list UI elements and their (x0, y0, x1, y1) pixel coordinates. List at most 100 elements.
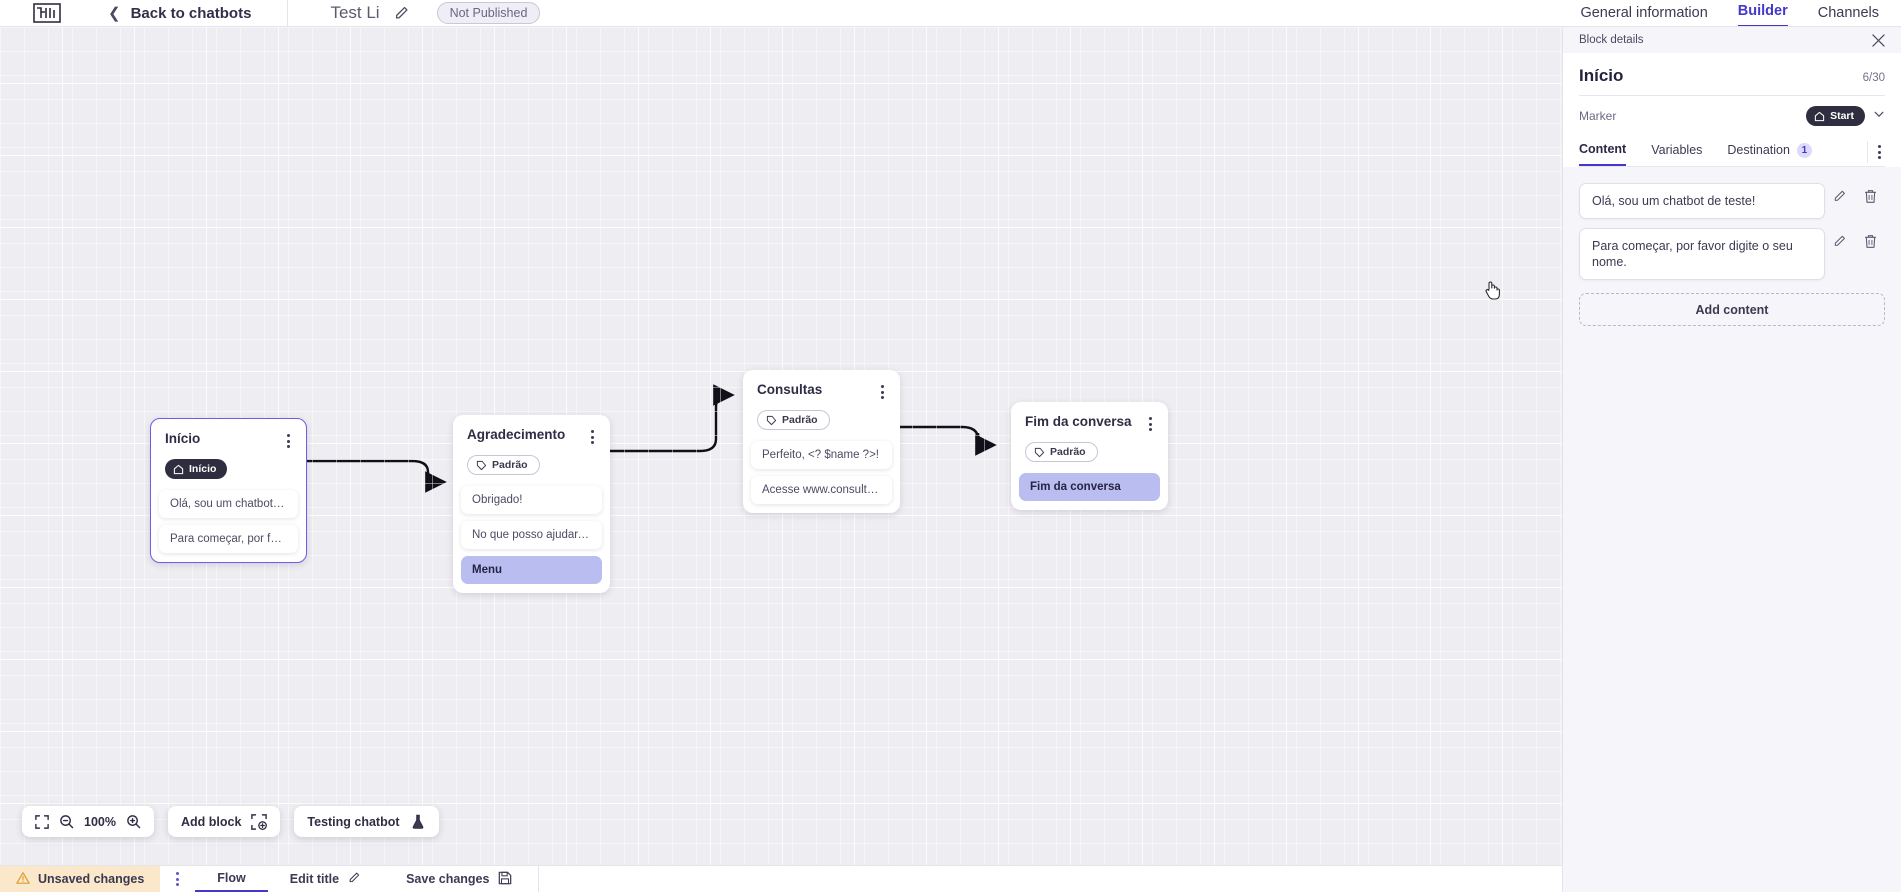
block-message-menu[interactable]: Menu (461, 555, 602, 584)
panel-content-list: Olá, sou um chatbot de teste! (1563, 167, 1901, 280)
content-item-actions (1825, 228, 1885, 249)
add-content-button[interactable]: Add content (1579, 293, 1885, 326)
block-title: Consultas (757, 382, 823, 397)
flow-block-fim-da-conversa[interactable]: Fim da conversa Padrão Fim da conversa (1011, 402, 1168, 510)
block-message-list: Fim da conversa (1011, 472, 1168, 510)
status-badge: Not Published (436, 2, 541, 24)
bot-title: Test Li (330, 3, 380, 22)
tab-channels[interactable]: Channels (1817, 5, 1879, 21)
trash-icon[interactable] (1855, 189, 1885, 204)
content-text[interactable]: Para começar, por favor digite o seu nom… (1579, 228, 1825, 280)
block-header: Agradecimento (453, 415, 610, 447)
tag-icon (1034, 447, 1045, 457)
tab-builder[interactable]: Builder (1737, 3, 1788, 26)
tag-icon (766, 415, 777, 425)
block-message[interactable]: Acesse www.consultas.com par... (751, 475, 892, 504)
canvas-toolbar: 100% Add block (22, 806, 439, 837)
content-text[interactable]: Olá, sou um chatbot de teste! (1579, 183, 1825, 219)
panel-tab-content[interactable]: Content (1579, 135, 1627, 166)
flow-canvas[interactable]: Início Início Olá, sou um chatbot de tes… (0, 27, 1562, 865)
block-tag-label: Padrão (782, 414, 818, 426)
block-tag-label: Padrão (492, 459, 528, 471)
panel-tabs-menu-icon[interactable] (1867, 141, 1885, 163)
panel-body: Início 6/30 Marker Start (1563, 53, 1901, 167)
warning-icon (16, 871, 30, 888)
block-header: Início (151, 419, 306, 451)
tab-general-information[interactable]: General information (1580, 5, 1708, 21)
fit-screen-icon[interactable] (35, 814, 49, 829)
status-bar-menu-icon[interactable] (160, 866, 195, 892)
app-logo[interactable] (30, 0, 64, 26)
home-icon (1814, 111, 1825, 121)
block-tag-row: Padrão (1011, 434, 1168, 473)
block-tag-default: Padrão (467, 455, 540, 475)
back-link-label: Back to chatbots (130, 4, 252, 22)
block-tag-label: Padrão (1050, 446, 1086, 458)
panel-tab-label: Variables (1651, 143, 1703, 157)
zoom-out-icon[interactable] (59, 814, 74, 829)
flow-block-consultas[interactable]: Consultas Padrão Perfeito, <? $name ?>! … (743, 370, 900, 513)
marker-value: Start (1830, 110, 1854, 122)
testing-chatbot-label: Testing chatbot (307, 814, 400, 829)
panel-marker-row: Marker Start (1579, 96, 1885, 135)
block-tag-default: Padrão (1025, 442, 1098, 462)
save-icon (498, 871, 512, 888)
block-menu-icon[interactable] (587, 427, 598, 447)
marker-label: Marker (1579, 109, 1617, 123)
zoom-in-icon[interactable] (126, 814, 141, 829)
block-tag-row: Padrão (743, 402, 900, 441)
panel-tab-destination[interactable]: Destination 1 (1727, 136, 1812, 166)
destination-count-badge: 1 (1796, 142, 1812, 158)
pencil-icon (348, 871, 362, 888)
block-menu-icon[interactable] (877, 382, 888, 402)
close-icon[interactable] (1872, 33, 1885, 47)
block-message[interactable]: Para começar, por favor digite o ... (159, 524, 298, 553)
add-block-icon (251, 813, 268, 830)
edit-title-button[interactable]: Edit title (268, 866, 384, 892)
block-message[interactable]: Olá, sou um chatbot de teste! (159, 489, 298, 518)
block-title: Fim da conversa (1025, 414, 1132, 429)
block-message-list: Olá, sou um chatbot de teste! Para começ… (151, 489, 306, 562)
header-tabs: General information Builder Channels (1580, 0, 1879, 26)
block-message[interactable]: No que posso ajudar, <? $name ... (461, 520, 602, 549)
block-title: Agradecimento (467, 427, 566, 442)
status-tab-flow[interactable]: Flow (195, 866, 268, 892)
trash-icon[interactable] (1855, 234, 1885, 249)
content-item-actions (1825, 183, 1885, 204)
panel-tab-variables[interactable]: Variables (1651, 136, 1702, 165)
flow-label: Flow (217, 871, 246, 885)
save-changes-button[interactable]: Save changes (384, 866, 534, 892)
panel-tabs: Content Variables Destination 1 (1579, 135, 1885, 167)
block-menu-icon[interactable] (283, 431, 294, 451)
chevron-down-icon (1873, 107, 1885, 125)
panel-tab-label: Destination (1727, 143, 1790, 157)
marker-select[interactable]: Start (1806, 106, 1885, 126)
add-block-button[interactable]: Add block (167, 806, 281, 837)
content-item: Olá, sou um chatbot de teste! (1579, 183, 1885, 219)
pencil-icon[interactable] (1825, 189, 1855, 204)
block-message[interactable]: Obrigado! (461, 485, 602, 514)
tag-icon (476, 460, 487, 470)
block-message[interactable]: Perfeito, <? $name ?>! (751, 440, 892, 469)
flow-block-inicio[interactable]: Início Início Olá, sou um chatbot de tes… (150, 418, 307, 563)
block-message-end[interactable]: Fim da conversa (1019, 472, 1160, 501)
pencil-icon[interactable] (1825, 234, 1855, 249)
flow-block-agradecimento[interactable]: Agradecimento Padrão Obrigado! No que po… (453, 415, 610, 593)
panel-title: Início (1579, 66, 1624, 85)
unsaved-changes-indicator: Unsaved changes (0, 866, 161, 892)
block-title: Início (165, 431, 201, 446)
panel-char-count: 6/30 (1862, 72, 1885, 84)
block-message-list: Perfeito, <? $name ?>! Acesse www.consul… (743, 440, 900, 513)
block-menu-icon[interactable] (1145, 414, 1156, 434)
marker-badge: Start (1806, 106, 1865, 126)
block-header: Fim da conversa (1011, 402, 1168, 434)
zoom-controls: 100% (22, 806, 154, 837)
testing-chatbot-button[interactable]: Testing chatbot (294, 806, 439, 837)
block-header: Consultas (743, 370, 900, 402)
status-bar: Unsaved changes Flow Edit title Save cha… (0, 865, 1562, 892)
chevron-left-icon: ❮ (108, 5, 121, 22)
pencil-icon[interactable] (394, 5, 411, 22)
block-tag-row: Início (151, 451, 306, 490)
back-to-chatbots-link[interactable]: ❮ Back to chatbots (108, 4, 252, 23)
